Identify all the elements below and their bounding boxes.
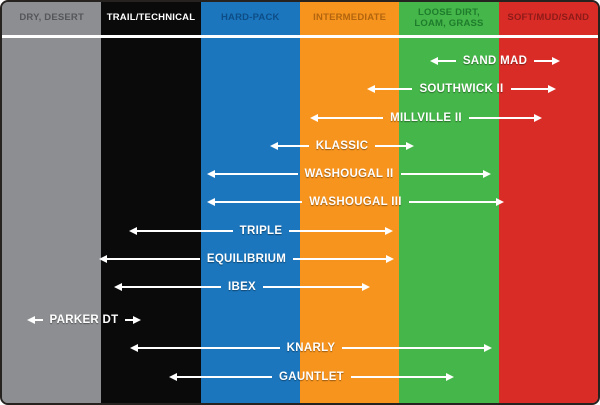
arrow-line [375,88,413,90]
arrowhead-right-icon [133,316,141,324]
tire-range-sand-mad: SAND MAD [430,55,560,67]
arrowhead-left-icon [270,142,278,150]
arrowhead-right-icon [483,170,492,178]
arrow-line [177,376,272,378]
arrowhead-right-icon [362,283,371,291]
arrowhead-right-icon [406,142,415,150]
tire-name: WASHOUGAL III [309,196,402,208]
arrow-line [510,88,549,90]
arrow-line [534,60,552,62]
arrow-line [138,347,280,349]
arrow-line [408,201,496,203]
tire-name: KNARLY [286,342,336,354]
arrow-line [375,145,407,147]
tire-range-millville-ii: MILLVILLE II [310,112,542,124]
terrain-column-4: INTERMEDIATE [299,2,400,403]
arrow-line [263,286,363,288]
arrowhead-left-icon [129,227,137,235]
arrowhead-right-icon [385,227,394,235]
terrain-column-header: SOFT/MUD/SAND [507,12,590,24]
terrain-column-header: DRY, DESERT [19,12,84,24]
arrow-line [122,286,221,288]
tire-name: MILLVILLE II [390,112,462,124]
arrowhead-right-icon [548,85,557,93]
tire-name: IBEX [227,281,257,293]
arrow-line [438,60,456,62]
terrain-column-header: LOOSE DIRT, LOAM, GRASS [414,6,484,29]
arrow-line [318,117,384,119]
arrowhead-left-icon [207,198,215,206]
arrowhead-right-icon [534,114,542,122]
tire-name: TRIPLE [239,225,283,237]
arrow-line [215,201,303,203]
tire-range-equilibrium: EQUILIBRIUM [99,253,395,265]
arrow-line [293,258,387,260]
arrow-line [468,117,534,119]
arrowhead-left-icon [169,373,177,381]
terrain-column-header: TRAIL/TECHNICAL [106,12,196,24]
arrow-line [278,145,309,147]
tire-name: SAND MAD [462,55,528,67]
arrow-line [35,319,43,321]
tire-range-washougal-iii: WASHOUGAL III [207,196,504,208]
tire-range-washougal-ii: WASHOUGAL II [207,168,492,180]
terrain-column-1: DRY, DESERT [2,2,102,403]
tire-name: EQUILIBRIUM [206,253,287,265]
tire-name: SOUTHWICK II [419,83,504,95]
arrowhead-right-icon [446,373,455,381]
arrowhead-left-icon [430,57,438,65]
terrain-column-2: TRAIL/TECHNICAL [101,2,201,403]
tire-range-ibex: IBEX [114,281,371,293]
arrowhead-left-icon [310,114,318,122]
arrow-line [400,173,484,175]
terrain-column-header: HARD-PACK [221,12,280,24]
arrowhead-right-icon [552,57,560,65]
arrowhead-left-icon [367,85,375,93]
arrow-line [289,230,386,232]
arrowhead-left-icon [99,255,107,263]
arrowhead-left-icon [130,344,138,352]
arrow-line [215,173,298,175]
header-divider-line [2,35,598,38]
arrowhead-left-icon [207,170,215,178]
arrow-line [125,319,133,321]
tire-range-klassic: KLASSIC [270,140,415,152]
tire-range-parker-dt: PARKER DT [27,314,141,326]
arrowhead-left-icon [114,283,122,291]
arrow-line [107,258,200,260]
arrowhead-right-icon [484,344,493,352]
tire-range-knarly: KNARLY [130,342,493,354]
tire-range-triple: TRIPLE [129,225,394,237]
tire-range-gauntlet: GAUNTLET [169,371,455,383]
tire-range-southwick-ii: SOUTHWICK II [367,83,557,95]
arrowhead-right-icon [386,255,395,263]
terrain-column-header: INTERMEDIATE [313,12,387,24]
tire-name: GAUNTLET [279,371,345,383]
arrowhead-right-icon [496,198,504,206]
tire-name: PARKER DT [49,314,119,326]
tire-name: WASHOUGAL II [304,168,394,180]
arrowhead-left-icon [27,316,35,324]
arrow-line [351,376,447,378]
arrow-line [137,230,233,232]
tire-name: KLASSIC [315,140,369,152]
arrow-line [342,347,485,349]
terrain-column-6: SOFT/MUD/SAND [498,2,598,403]
